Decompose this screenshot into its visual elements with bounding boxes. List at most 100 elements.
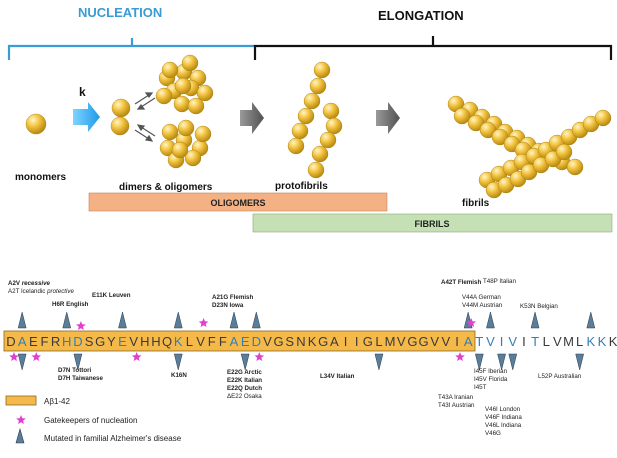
oligomer-sphere [161,123,179,141]
residue-24: V [263,334,272,349]
growth-arrow-icon [240,102,264,134]
elongation-bracket [253,36,613,60]
fibril-sphere [555,143,573,161]
mutation-label-below: V46F Indiana [485,414,522,421]
mutation-label-below: V46L Indiana [485,422,522,429]
residue-31: I [344,334,348,349]
mutation-label-above: H6R English [52,301,89,308]
mutation-marker-below [374,353,384,371]
mutation-label-below: K16N [171,372,187,379]
oligomer-sphere [161,61,179,79]
residue-10: Y [107,334,116,349]
protofibril-sphere [311,145,329,163]
residue-5: R [51,334,60,349]
fibril-sphere [566,158,584,176]
mutation-label-above: V44M Austrian [462,302,503,309]
star-icon [198,318,209,327]
rate-constant-label: k [79,85,86,99]
residue-1: D [6,334,15,349]
residue-47: I [522,334,526,349]
orange-box-icon [5,395,37,406]
star-icon [31,352,42,361]
residue-19: F [208,334,216,349]
mutation-marker-above [173,311,183,329]
residue-55: K [609,334,617,349]
mutation-label-above: V44A German [462,294,501,301]
residue-37: G [407,334,417,349]
fibril-sphere [594,109,612,127]
residue-32: I [355,334,359,349]
mutation-label-below: V46I London [485,406,521,413]
mutation-marker-above [530,311,540,329]
mutation-marker-below [575,353,584,371]
oligomer-sphere [184,149,202,167]
mutation-label-below: L52P Australian [538,373,582,380]
residue-17: L [186,334,193,349]
protofibril-sphere [325,117,343,135]
residue-33: G [363,334,373,349]
residue-4: F [40,334,48,349]
oligomer-sphere [196,84,214,102]
oligomer-sphere [177,119,195,137]
protofibril-sphere [322,102,340,120]
residue-48: T [531,334,539,349]
star-icon [131,352,142,361]
residue-28: K [308,334,317,349]
residue-13: H [140,334,149,349]
mutation-label-above: A42T Flemish [441,279,481,286]
oligomers-bar-label: OLIGOMERS [210,198,265,208]
mutation-label-above: A2T Icelandic protective [8,288,74,295]
residue-18: V [196,334,205,349]
residue-40: V [442,334,451,349]
mutation-marker-below [240,353,250,371]
fibrils-bar-label: FIBRILS [415,219,450,229]
protofibril-sphere [319,131,337,149]
mutation-label-above: K53N Belgian [520,303,558,310]
residue-26: S [285,334,294,349]
protofibrils-label: protofibrils [275,181,328,192]
residue-2: A [18,334,27,349]
residue-30: A [330,334,339,349]
elongation-title: ELONGATION [378,8,464,23]
residue-35: M [385,334,396,349]
oligomer-sphere [187,97,205,115]
mutation-label-below: T43A Iranian [438,394,474,401]
residue-3: E [29,334,38,349]
dimer-sphere [110,116,130,136]
mutation-label-above: A21G Flemish [212,294,253,301]
mutation-marker-below [497,353,506,371]
mutation-marker-above [118,311,127,329]
maturation-arrow-icon [376,102,400,134]
mutation-label-above: D23N Iowa [212,302,244,309]
fibrils-bar [252,213,613,233]
protofibril-sphere [303,92,321,110]
dimers-oligomers-label: dimers & oligomers [119,182,213,193]
residue-6: H [62,334,71,349]
mutation-marker-below [17,353,27,371]
mutation-label-below: T43I Austrian [438,402,475,409]
sphere-illustrations [25,54,612,199]
residue-12: V [129,334,138,349]
mutation-marker-above [586,311,596,329]
mutation-marker-below [73,353,83,371]
residue-7: D [73,334,82,349]
residue-46: V [508,334,517,349]
protofibril-sphere [309,77,327,95]
residue-22: E [241,334,250,349]
residue-39: V [430,334,439,349]
star-icon [254,352,265,361]
mutation-marker-above [17,311,27,329]
residue-44: V [486,334,495,349]
protofibril-sphere [291,122,309,140]
residue-54: K [598,334,607,349]
residue-9: G [95,334,105,349]
residue-8: S [85,334,94,349]
mutation-label-below: E22K Italian [227,377,262,384]
residue-21: A [230,334,239,349]
oligomer-sphere [174,77,192,95]
legend-label-abeta: Aβ1-42 [44,397,71,406]
residue-14: H [151,334,160,349]
residue-45: I [500,334,504,349]
monomers-label: monomers [15,172,67,183]
